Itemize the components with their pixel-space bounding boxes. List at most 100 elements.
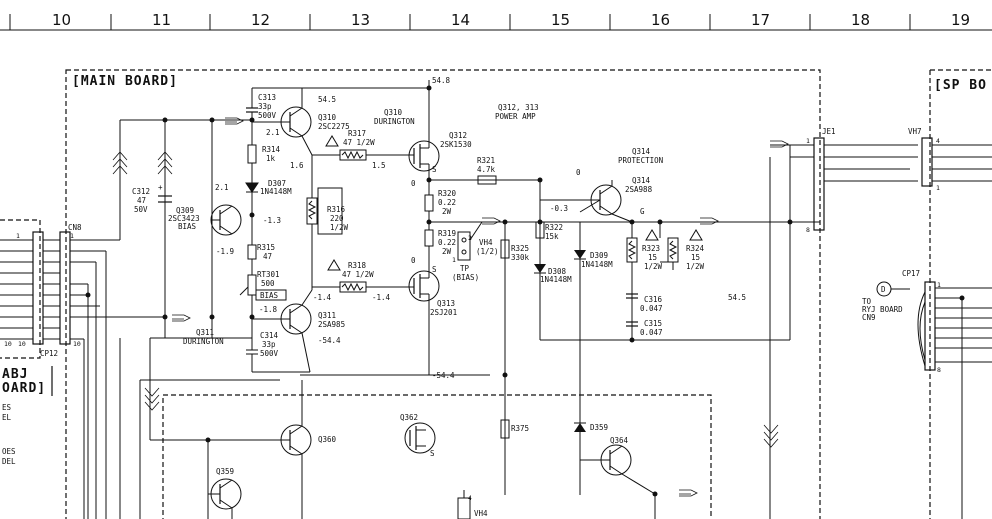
ruler-col-12: 12 — [251, 11, 270, 29]
svg-text:500V: 500V — [260, 349, 279, 358]
svg-text:D359: D359 — [590, 423, 608, 432]
power-rail — [300, 80, 820, 495]
svg-text:-1.8: -1.8 — [259, 305, 278, 314]
svg-text:R375: R375 — [511, 424, 529, 433]
svg-text:Q360: Q360 — [318, 435, 337, 444]
sub-board-outline — [162, 394, 712, 519]
svg-text:DURINGTON: DURINGTON — [183, 337, 224, 346]
svg-text:TP: TP — [460, 264, 470, 273]
svg-text:54.5: 54.5 — [318, 95, 336, 104]
q310-note: Q310 — [384, 108, 403, 117]
svg-text:JE1: JE1 — [822, 127, 836, 136]
svg-text:1: 1 — [70, 232, 74, 240]
svg-text:220: 220 — [330, 214, 344, 223]
svg-text:Q313: Q313 — [437, 299, 455, 308]
resistor-r322: R322 15k — [535, 221, 563, 241]
r315-label: R315 — [257, 243, 275, 252]
svg-text:50V: 50V — [134, 205, 148, 214]
svg-text:OES: OES — [2, 447, 16, 456]
svg-text:10: 10 — [73, 340, 81, 348]
connector-je1: JE1 1 8 — [769, 127, 918, 519]
svg-text:C315: C315 — [644, 319, 662, 328]
svg-text:CN8: CN8 — [68, 223, 82, 232]
svg-text:Q364: Q364 — [610, 436, 629, 445]
bias-adjust-box — [255, 289, 287, 301]
svg-text:1: 1 — [452, 256, 456, 264]
svg-text:R316: R316 — [327, 205, 346, 214]
svg-text:OARD]: OARD] — [2, 381, 46, 396]
ruler-col-19: 19 — [951, 11, 970, 29]
diode-d359: D359 — [574, 422, 608, 432]
r319-label: R319 — [438, 229, 456, 238]
diode-d308: D308 1N4148M — [534, 264, 572, 284]
svg-text:2: 2 — [468, 234, 472, 242]
svg-text:R318: R318 — [348, 261, 367, 270]
svg-text:-1.4: -1.4 — [313, 293, 332, 302]
svg-text:15: 15 — [648, 253, 657, 262]
capacitor-c313: C313 33p 500V — [246, 87, 310, 120]
svg-text:Q359: Q359 — [216, 467, 234, 476]
svg-text:1N4148M: 1N4148M — [581, 260, 613, 269]
svg-text:1.6: 1.6 — [290, 161, 304, 170]
resistor-r321: R321 4.7k — [477, 156, 497, 185]
svg-text:-1.4: -1.4 — [372, 293, 391, 302]
svg-text:S: S — [430, 449, 435, 458]
bias-chain — [239, 112, 310, 373]
svg-text:Q314: Q314 — [632, 147, 651, 156]
svg-text:33p: 33p — [262, 340, 276, 349]
ref-d-marker: D — [881, 285, 886, 294]
r320-label: R320 — [438, 189, 457, 198]
c314-label: C314 — [260, 331, 279, 340]
svg-text:2.1: 2.1 — [266, 128, 280, 137]
capacitor-c316: C316 0.047 — [626, 293, 663, 313]
transistor-q359: Q359 — [208, 467, 242, 519]
connector-cp12: CN8 CP12 1 1 10 10 10 — [0, 119, 250, 519]
svg-text:1.5: 1.5 — [372, 161, 386, 170]
svg-text:DURINGTON: DURINGTON — [374, 117, 415, 126]
capacitor-c312: C312 + 47 50V — [132, 183, 172, 214]
svg-text:D309: D309 — [590, 251, 608, 260]
capacitor-c315: C315 0.047 — [626, 319, 663, 337]
resistor-r317: R317 47 1/2W — [312, 129, 414, 161]
svg-text:TO: TO — [862, 297, 872, 306]
transistor-q314: Q314 PROTECTION Q314 2SA988 — [540, 147, 663, 223]
svg-text:4.7k: 4.7k — [477, 165, 496, 174]
main-board-title: [MAIN BOARD] — [72, 74, 178, 89]
svg-text:-54.4: -54.4 — [432, 371, 455, 380]
svg-text:Q312: Q312 — [449, 131, 467, 140]
svg-text:1: 1 — [806, 137, 810, 145]
svg-text:2.1: 2.1 — [215, 183, 229, 192]
svg-text:2W: 2W — [442, 207, 452, 216]
svg-text:D308: D308 — [548, 267, 567, 276]
ruler-col-18: 18 — [851, 11, 870, 29]
svg-text:-54.4: -54.4 — [318, 336, 341, 345]
svg-text:500: 500 — [261, 279, 275, 288]
svg-text:2SA988: 2SA988 — [625, 185, 653, 194]
svg-text:2SC2275: 2SC2275 — [318, 122, 350, 131]
svg-text:Q362: Q362 — [400, 413, 418, 422]
voltage-labels: 54.8 54.5 2.1 1.6 1.5 0 0 2.1 -1.3 -0.3 … — [215, 76, 746, 380]
svg-text:Q310: Q310 — [318, 113, 337, 122]
rt301-label: RT301 — [257, 270, 280, 279]
connector-vh4: VH4 (1/2) 2 1 TP (BIAS) — [452, 221, 499, 282]
svg-text:-1.9: -1.9 — [216, 247, 234, 256]
svg-text:EL: EL — [2, 413, 12, 422]
svg-text:15: 15 — [691, 253, 700, 262]
resistor-r325: R325 330k — [500, 239, 530, 262]
svg-text:S: S — [432, 165, 437, 174]
svg-text:CN9: CN9 — [862, 313, 876, 322]
svg-text:(1/2): (1/2) — [476, 247, 499, 256]
svg-text:R322: R322 — [545, 223, 563, 232]
svg-text:4: 4 — [468, 494, 472, 502]
ruler-col-14: 14 — [451, 11, 470, 29]
svg-text:POWER AMP: POWER AMP — [495, 112, 536, 121]
svg-text:S: S — [432, 265, 437, 274]
fet-q362: Q362 S — [400, 413, 436, 458]
svg-text:2SK1530: 2SK1530 — [440, 140, 472, 149]
transistor-q360: Q360 — [280, 380, 337, 519]
svg-text:1/2W: 1/2W — [686, 262, 705, 271]
svg-text:54.5: 54.5 — [728, 293, 746, 302]
r314-label: R314 — [262, 145, 281, 154]
svg-text:0.047: 0.047 — [640, 304, 663, 313]
svg-text:8: 8 — [937, 366, 941, 374]
